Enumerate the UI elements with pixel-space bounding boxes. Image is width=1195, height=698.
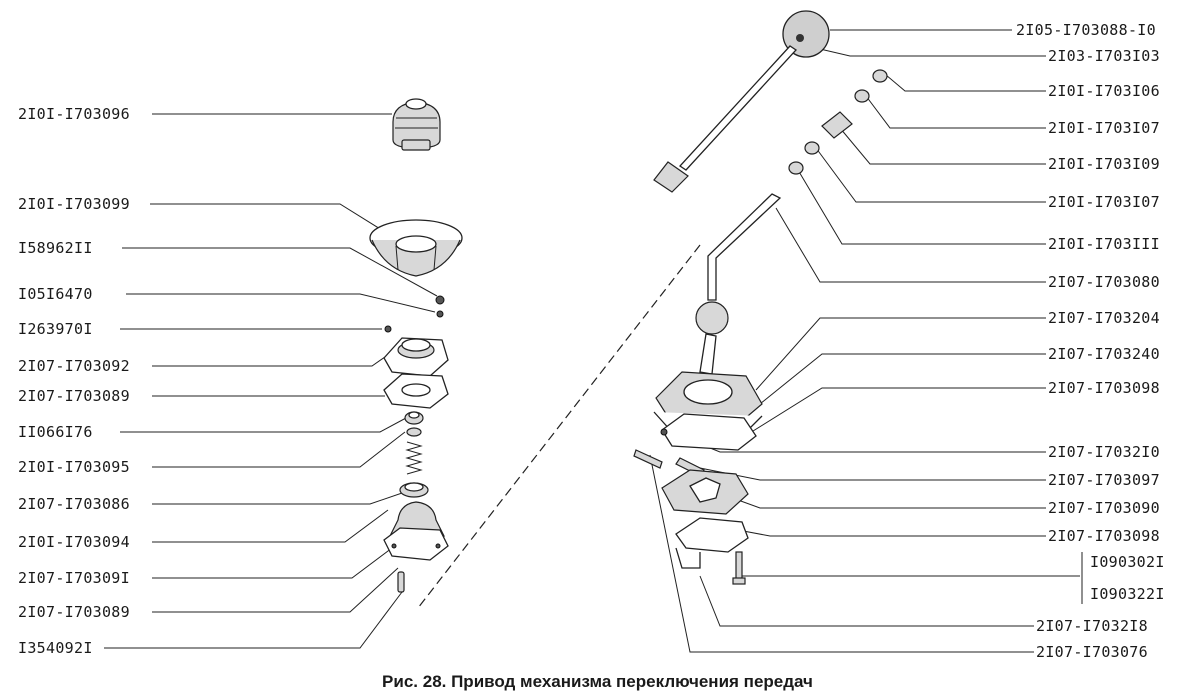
part-label: 2I07-I703089 (18, 603, 130, 621)
part-label: 2I07-I7032I8 (1036, 617, 1148, 635)
part-label: 2I07-I703076 (1036, 643, 1148, 661)
lower-housing-part (383, 501, 449, 561)
part-label: I58962II (18, 239, 93, 257)
lower-lever-part (695, 193, 782, 375)
part-label: 2I0I-I703099 (18, 195, 130, 213)
part-label: I263970I (18, 320, 93, 338)
part-label: I090322I (1090, 585, 1165, 603)
dust-cover-part (369, 219, 463, 277)
part-label: 2I07-I703090 (1048, 499, 1160, 517)
assembly-dashed-line (417, 244, 701, 609)
bolt-part (732, 551, 746, 585)
part-label: 2I0I-I703094 (18, 533, 130, 551)
part-label: I05I6470 (18, 285, 93, 303)
slotted-plate-part (661, 469, 749, 515)
gasket-right-part (660, 413, 757, 451)
part-label: II066I76 (18, 423, 93, 441)
spring-part (405, 427, 423, 475)
part-label: 2I07-I703098 (1048, 527, 1160, 545)
part-label: 2I07-I703204 (1048, 309, 1160, 327)
right-assembly (633, 10, 888, 585)
part-label: 2I07-I703089 (18, 387, 130, 405)
part-label: 2I07-I703098 (1048, 379, 1160, 397)
ball-seat-part (399, 482, 429, 498)
boot-cap-part (392, 98, 441, 151)
figure-caption: Рис. 28. Привод механизма переключения п… (382, 672, 813, 691)
part-label: 2I07-I70309I (18, 569, 130, 587)
part-label: 2I0I-I703I07 (1048, 119, 1160, 137)
left-leaders (104, 113, 438, 649)
part-label: 2I07-I703086 (18, 495, 130, 513)
bushings-part (788, 69, 888, 175)
part-label: 2I0I-I703I09 (1048, 155, 1160, 173)
part-label: 2I05-I703088-I0 (1016, 21, 1156, 39)
part-label: 2I07-I703092 (18, 357, 130, 375)
part-label: 2I0I-I703III (1048, 235, 1160, 253)
upper-lever-part (653, 45, 797, 193)
upper-flange-part (383, 337, 449, 377)
right-leaders (649, 29, 1083, 653)
part-label: 2I0I-I703I07 (1048, 193, 1160, 211)
left-assembly (369, 98, 463, 593)
part-label: 2I07-I703097 (1048, 471, 1160, 489)
part-label: 2I07-I7032I0 (1048, 443, 1160, 461)
part-label: 2I0I-I703095 (18, 458, 130, 476)
part-label: I354092I (18, 639, 93, 657)
part-label: 2I07-I703080 (1048, 273, 1160, 291)
lower-plate-part (675, 517, 749, 569)
gasket-part (383, 373, 449, 409)
part-label: 2I0I-I703096 (18, 105, 130, 123)
pin-part (397, 571, 405, 593)
part-label: I090302I (1090, 553, 1165, 571)
lever-knob-part (782, 10, 830, 58)
part-label: 2I07-I703240 (1048, 345, 1160, 363)
part-label: 2I0I-I703I06 (1048, 82, 1160, 100)
part-label: 2I03-I703I03 (1048, 47, 1160, 65)
bushing-part (404, 411, 424, 425)
small-nuts-part (384, 295, 445, 333)
